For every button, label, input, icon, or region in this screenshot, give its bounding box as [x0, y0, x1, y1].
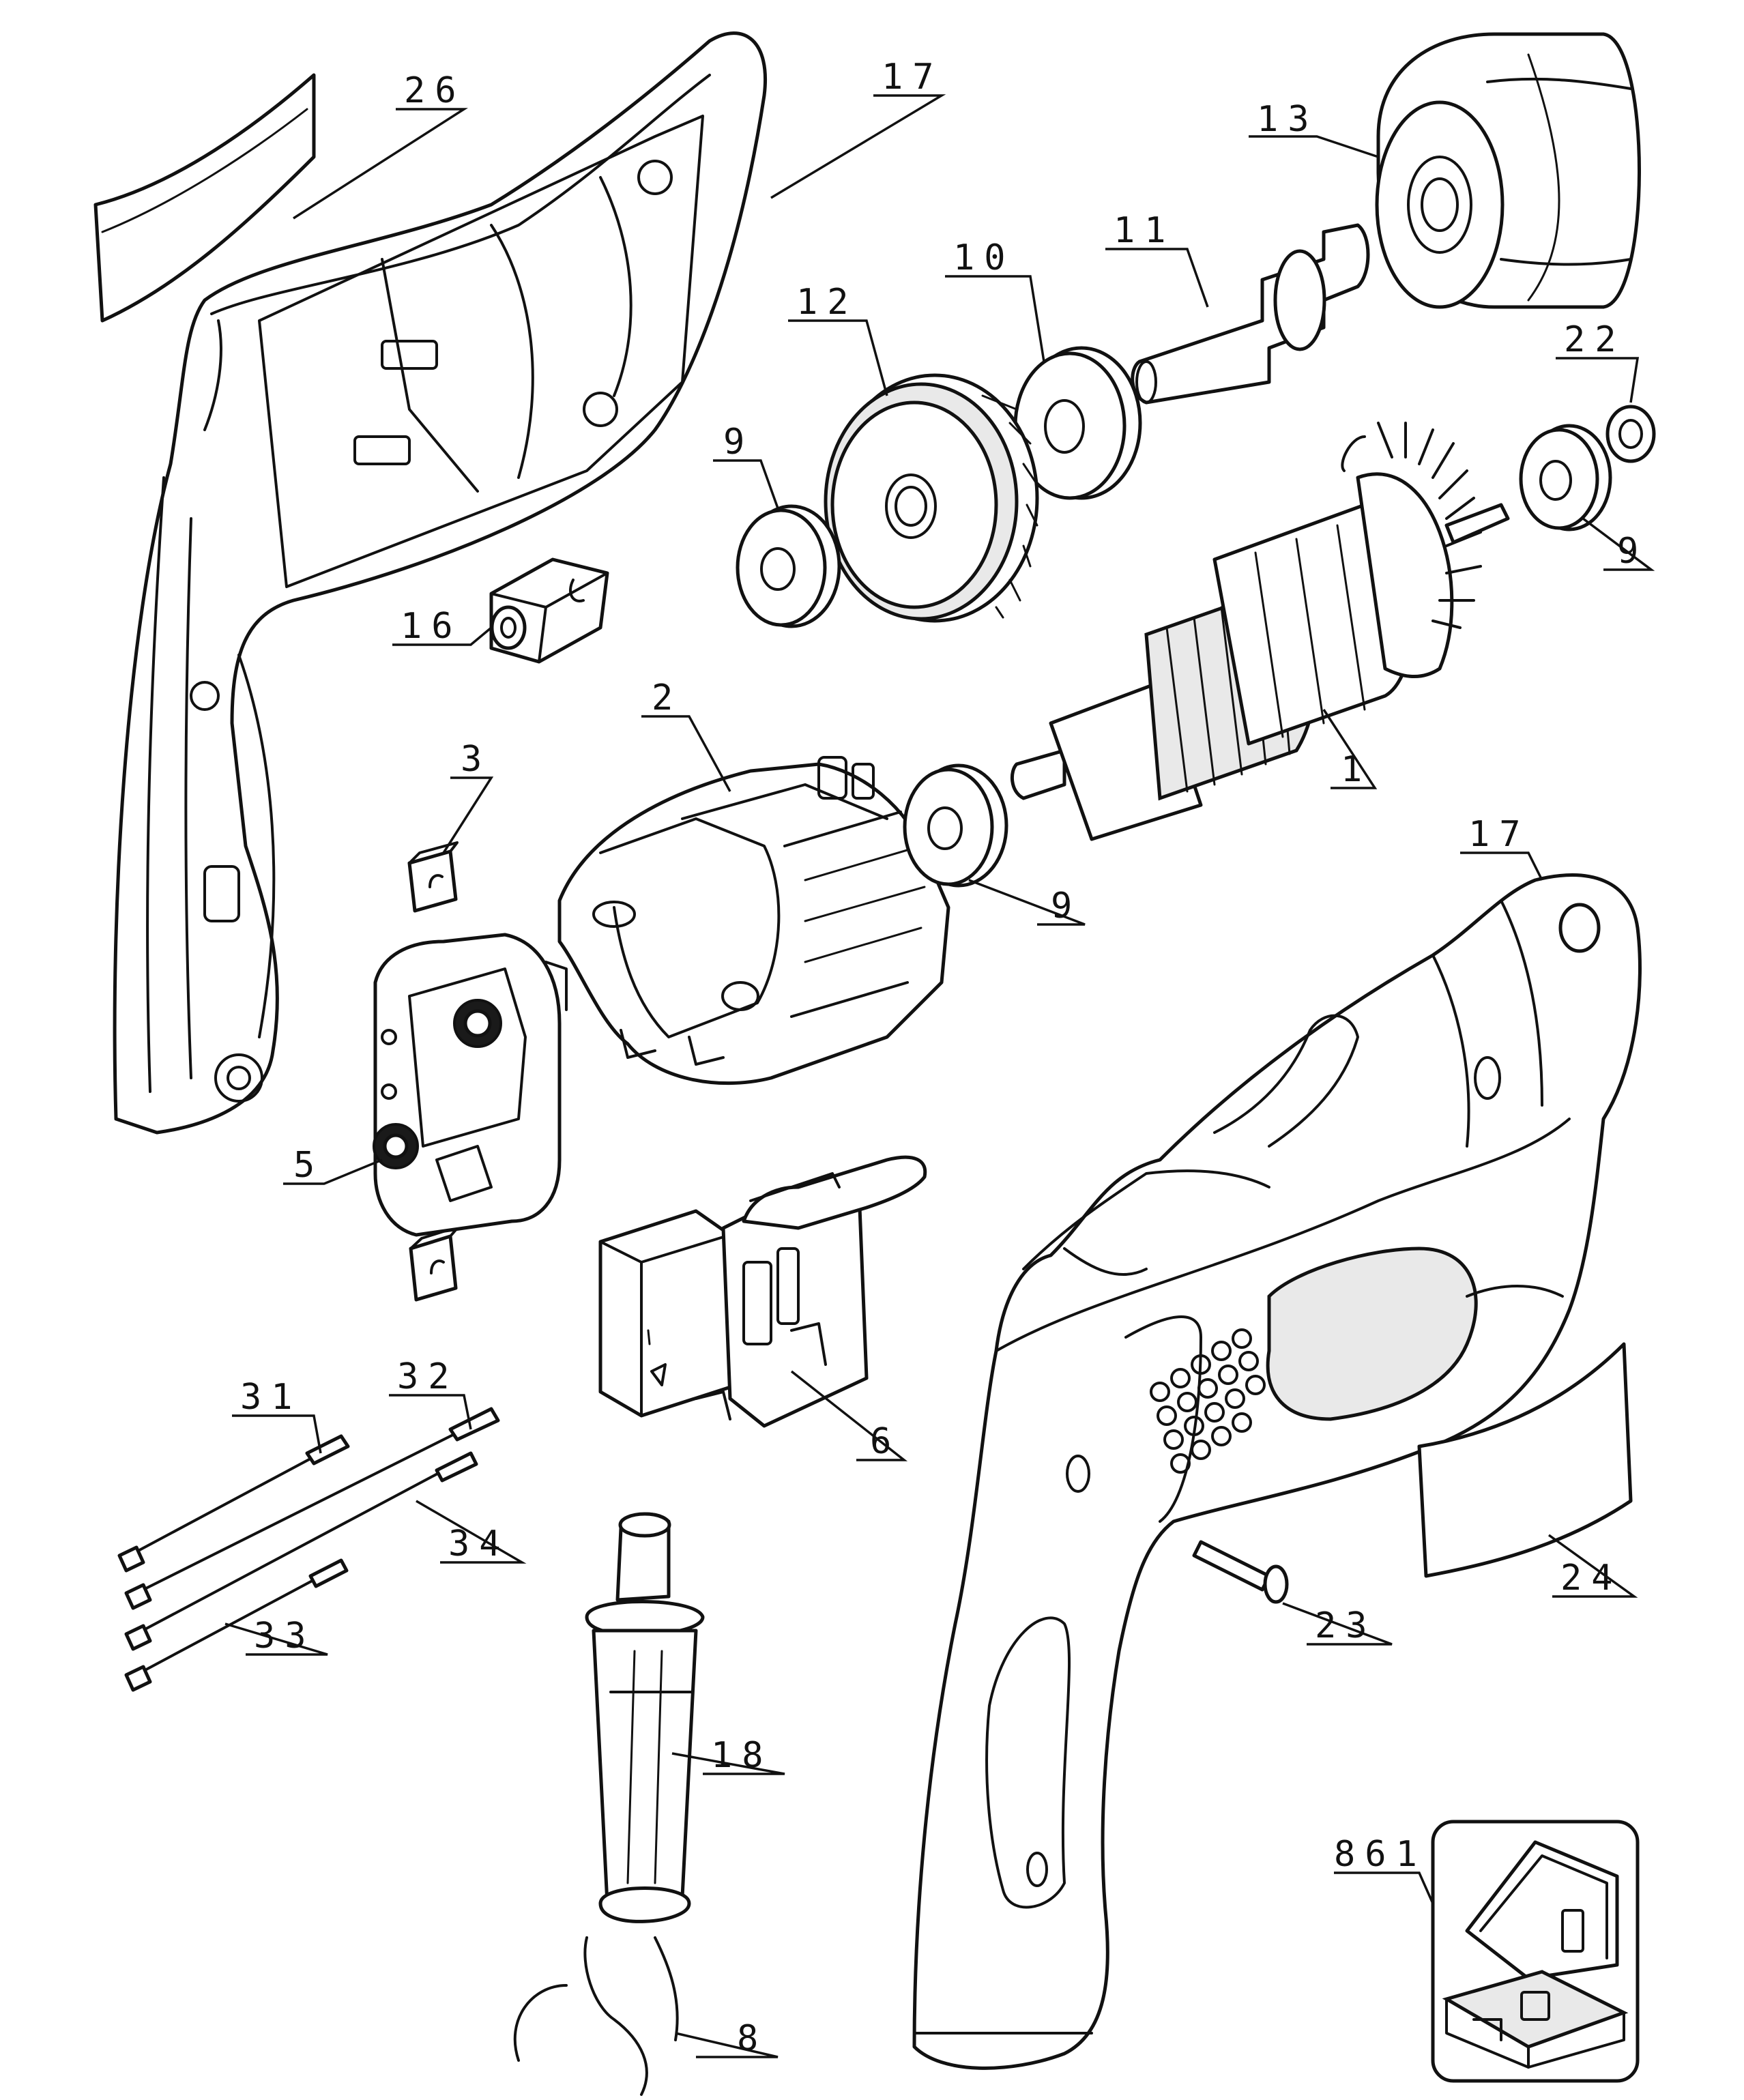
callout-11: 11: [1114, 210, 1176, 251]
callout-24: 24: [1560, 1558, 1623, 1599]
callout-22: 22: [1564, 319, 1626, 360]
bearing-9-middle: [903, 763, 1008, 888]
callout-5: 5: [293, 1145, 324, 1186]
callout-16: 16: [401, 606, 463, 647]
gear-12: [824, 373, 1039, 623]
callout-10: 10: [953, 237, 1015, 278]
brush-upper: [407, 841, 459, 913]
callout-13: 13: [1257, 99, 1319, 140]
lead-wire-31: [117, 1434, 350, 1573]
callout-861: 861: [1334, 1834, 1427, 1875]
bushing-16: [489, 557, 609, 664]
side-handle: [585, 1512, 705, 1923]
callout-9-left: 9: [723, 422, 754, 463]
bearing-9-left: [736, 504, 841, 628]
callout-31: 31: [240, 1377, 302, 1418]
callout-23: 23: [1315, 1605, 1377, 1646]
switch: [598, 1155, 927, 1428]
assembled-drill-housing: [912, 873, 1642, 2070]
callout-labels: 26 17 13 11 10 12 22 9 9 16 2 1 3 9 17 5…: [240, 57, 1648, 2059]
field-stator: [557, 756, 950, 1085]
brush-lower: [409, 1225, 460, 1302]
callout-8: 8: [737, 2018, 768, 2059]
washer-10: [1013, 346, 1142, 500]
depth-rod: [513, 1936, 679, 2096]
callout-18: 18: [711, 1735, 773, 1776]
callout-26: 26: [404, 70, 466, 111]
armature: [1010, 422, 1510, 841]
left-housing-half: [113, 31, 767, 1135]
callout-2: 2: [652, 677, 682, 718]
callout-32: 32: [397, 1356, 459, 1397]
callout-1: 1: [1341, 749, 1371, 790]
chuck: [1375, 32, 1641, 309]
lead-wire-32: [124, 1407, 500, 1610]
label-tag-24: [1417, 1342, 1633, 1578]
leader-lines: [224, 94, 1655, 2058]
callout-33: 33: [254, 1616, 316, 1657]
bearing-9-right: [1519, 424, 1612, 531]
washer-22: [1605, 405, 1656, 463]
screw-23: [1192, 1540, 1289, 1604]
brush-holder: [373, 933, 568, 1237]
kit-box: [1431, 1820, 1640, 2083]
callout-17-right: 17: [1468, 814, 1530, 855]
callout-3: 3: [461, 739, 491, 780]
grip-dots: [1150, 1328, 1266, 1474]
callout-9-mid: 9: [1051, 886, 1081, 927]
callout-9-right: 9: [1617, 531, 1648, 572]
label-tag-26: [93, 73, 316, 323]
lead-wire-34: [124, 1451, 478, 1651]
callout-6: 6: [870, 1421, 901, 1462]
callout-12: 12: [796, 282, 858, 323]
spindle: [1131, 223, 1370, 405]
callout-34: 34: [448, 1523, 510, 1564]
callout-17-top: 17: [882, 57, 944, 98]
